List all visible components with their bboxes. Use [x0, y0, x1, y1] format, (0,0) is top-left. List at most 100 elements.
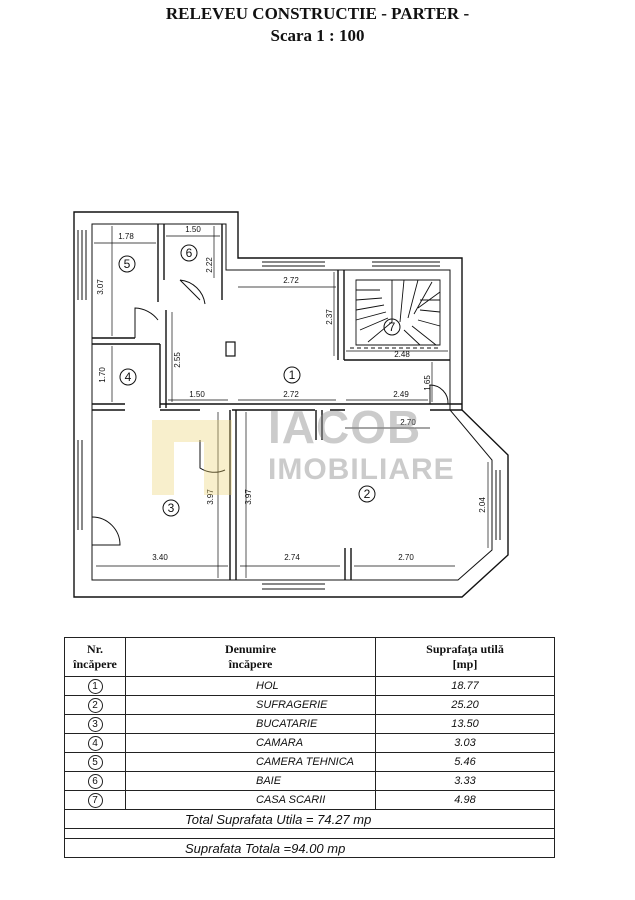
row-number: 4 [87, 735, 103, 751]
row-name: BAIE [125, 771, 376, 791]
wall-room4-right [159, 310, 167, 408]
door-stair [429, 384, 449, 405]
window-top-hol [262, 261, 325, 267]
total-util-text: Total Suprafata Utila = 74.27 mp [64, 809, 555, 829]
spacer-row [64, 828, 555, 839]
row-number: 1 [87, 678, 103, 694]
rooms-table: Nr. încăpere Denumire încăpere Suprafaţa… [64, 637, 555, 858]
row-name: BUCATARIE [125, 714, 376, 734]
row-area: 13.50 [375, 714, 555, 734]
row-name: CAMARA [125, 733, 376, 753]
total-util-row: Total Suprafata Utila = 74.27 mp [64, 809, 555, 829]
row-name: CAMERA TEHNICA [125, 752, 376, 772]
row-number: 5 [87, 754, 103, 770]
row-number: 2 [87, 697, 103, 713]
table-row: 1 HOL 18.77 [64, 676, 555, 696]
room-marker-5 [118, 255, 136, 273]
drawing-title: RELEVEU CONSTRUCTIE - PARTER - [165, 4, 470, 23]
dim-label: 2.48 [394, 350, 410, 359]
table-row: 6 BAIE 3.33 [64, 771, 555, 791]
dim-label: 2.04 [478, 497, 487, 513]
room-number-4: 4 [125, 370, 132, 384]
door-room5 [134, 307, 159, 338]
total-text: Suprafata Totala =94.00 mp [64, 838, 555, 858]
dim-label: 2.37 [325, 309, 334, 325]
dim-label: 2.49 [393, 390, 409, 399]
table-row: 4 CAMARA 3.03 [64, 733, 555, 753]
dim-label: 1.50 [185, 225, 201, 234]
dim-label: 3.97 [244, 489, 253, 505]
room-number-2: 2 [364, 487, 371, 501]
wall-hol-bottom [160, 403, 462, 411]
dim-label: 2.22 [205, 257, 214, 273]
row-area: 3.33 [375, 771, 555, 791]
room-number-7: 7 [389, 320, 396, 334]
room-number-5: 5 [124, 257, 131, 271]
row-name: SUFRAGERIE [125, 695, 376, 715]
watermark-text-imobiliare: IMOBILIARE [268, 453, 455, 486]
window-left-upper [77, 230, 87, 300]
dim-label: 2.74 [284, 553, 300, 562]
wall-stair-left [337, 270, 345, 360]
dim-label: 3.40 [152, 553, 168, 562]
table-row: 3 BUCATARIE 13.50 [64, 714, 555, 734]
room-marker-2 [358, 485, 376, 503]
dimension-lines [94, 226, 489, 578]
door-kitchen [199, 440, 226, 473]
dim-label: 2.72 [283, 390, 299, 399]
room-marker-3 [162, 499, 180, 517]
dim-label: 3.07 [96, 279, 105, 295]
dim-label: 1.78 [118, 232, 134, 241]
room-marker-1 [283, 366, 301, 384]
row-number: 6 [87, 773, 103, 789]
inner-outline [91, 223, 493, 581]
staircase [350, 279, 441, 349]
dim-label: 1.65 [423, 375, 432, 391]
wall-room5-6 [157, 224, 165, 302]
door-exterior [91, 516, 121, 546]
dim-label: 2.72 [283, 276, 299, 285]
room-number-6: 6 [186, 246, 193, 260]
watermark-logo [152, 420, 232, 495]
table-row: 7 CASA SCARII 4.98 [64, 790, 555, 810]
room-number-1: 1 [289, 368, 296, 382]
window-bay [495, 470, 501, 540]
floor-plan: 5 6 1 7 4 2 3 1.78 1.50 2.72 2.48 1.50 2… [73, 211, 509, 598]
dim-label: 3.97 [206, 489, 215, 505]
watermark-text-iacob: IACOB [268, 401, 422, 453]
table-row: 5 CAMERA TEHNICA 5.46 [64, 752, 555, 772]
table-row: 2 SUFRAGERIE 25.20 [64, 695, 555, 715]
table-header-row: Nr. încăpere Denumire încăpere Suprafaţa… [64, 637, 555, 677]
dim-label: 1.50 [189, 390, 205, 399]
window-top-stair [372, 261, 440, 267]
header-nr: Nr. încăpere [64, 637, 126, 677]
door-room6 [179, 279, 206, 305]
room-number-3: 3 [168, 501, 175, 515]
room-marker-4 [119, 368, 137, 386]
row-area: 25.20 [375, 695, 555, 715]
row-area: 3.03 [375, 733, 555, 753]
window-left-lower [77, 440, 83, 530]
room-marker-7 [383, 318, 401, 336]
outer-wall [73, 211, 509, 598]
row-number: 3 [87, 716, 103, 732]
header-name: Denumire încăpere [125, 637, 376, 677]
wall-room4-bottom [92, 403, 125, 411]
dim-label: 1.70 [98, 367, 107, 383]
wall-room5-bottom [92, 337, 160, 345]
row-area: 5.46 [375, 752, 555, 772]
row-area: 18.77 [375, 676, 555, 696]
room-marker-6 [180, 244, 198, 262]
row-name: CASA SCARII [125, 790, 376, 810]
drawing-scale: Scara 1 : 100 [270, 26, 365, 45]
dim-label: 2.70 [400, 418, 416, 427]
column [225, 341, 236, 357]
header-area: Suprafaţa utilă [mp] [375, 637, 555, 677]
dim-label: 2.55 [173, 352, 182, 368]
row-name: HOL [125, 676, 376, 696]
window-bottom [262, 583, 325, 590]
wall-kitchen-right [229, 410, 237, 580]
row-number: 7 [87, 792, 103, 808]
total-row: Suprafata Totala =94.00 mp [64, 838, 555, 858]
wall-stub-bottom [344, 548, 352, 580]
